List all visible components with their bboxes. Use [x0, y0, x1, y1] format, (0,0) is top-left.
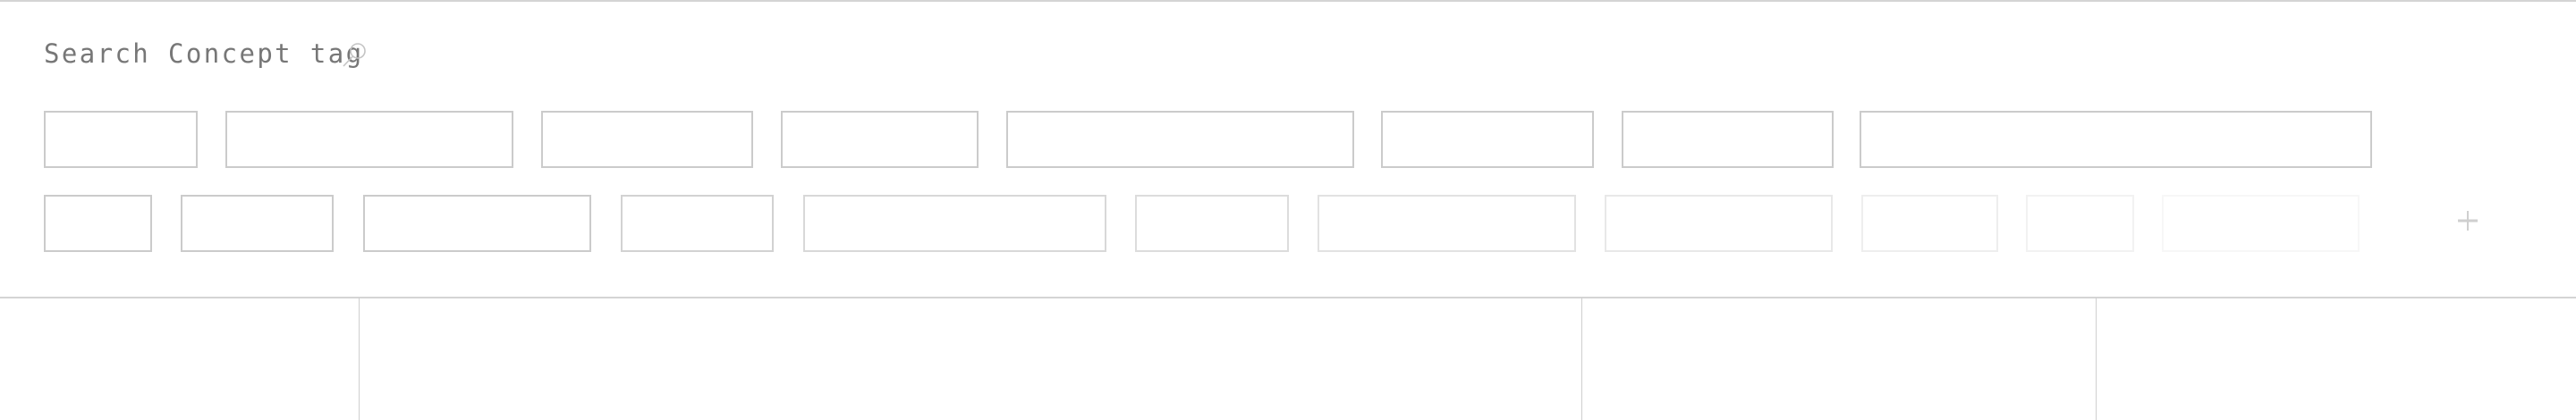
tag-placeholder[interactable]	[2026, 195, 2134, 252]
plus-icon[interactable]	[2456, 209, 2479, 232]
tag-placeholder[interactable]	[1861, 195, 1998, 252]
tag-placeholder[interactable]	[1381, 111, 1594, 168]
search-label: Search Concept tag	[44, 38, 364, 69]
tag-placeholder[interactable]	[1860, 111, 2372, 168]
tag-placeholder[interactable]	[803, 195, 1106, 252]
tag-placeholder[interactable]	[781, 111, 979, 168]
tag-placeholder[interactable]	[363, 195, 591, 252]
tag-placeholder[interactable]	[1318, 195, 1576, 252]
tag-placeholder[interactable]	[1605, 195, 1833, 252]
column-divider	[2096, 298, 2097, 420]
tag-placeholder[interactable]	[44, 111, 198, 168]
tag-placeholder[interactable]	[1006, 111, 1354, 168]
tag-placeholder[interactable]	[181, 195, 334, 252]
tag-placeholder[interactable]	[2162, 195, 2360, 252]
tag-placeholder[interactable]	[621, 195, 774, 252]
top-border	[0, 0, 2576, 2]
section-divider	[0, 297, 2576, 298]
tag-placeholder[interactable]	[225, 111, 513, 168]
tag-placeholder[interactable]	[1135, 195, 1289, 252]
tag-placeholder[interactable]	[1622, 111, 1834, 168]
search-icon[interactable]	[342, 41, 369, 68]
column-divider	[1581, 298, 1582, 420]
tag-placeholder[interactable]	[44, 195, 152, 252]
tag-placeholder[interactable]	[541, 111, 753, 168]
search-concept-tag[interactable]: Search Concept tag	[44, 36, 366, 71]
column-divider	[359, 298, 360, 420]
